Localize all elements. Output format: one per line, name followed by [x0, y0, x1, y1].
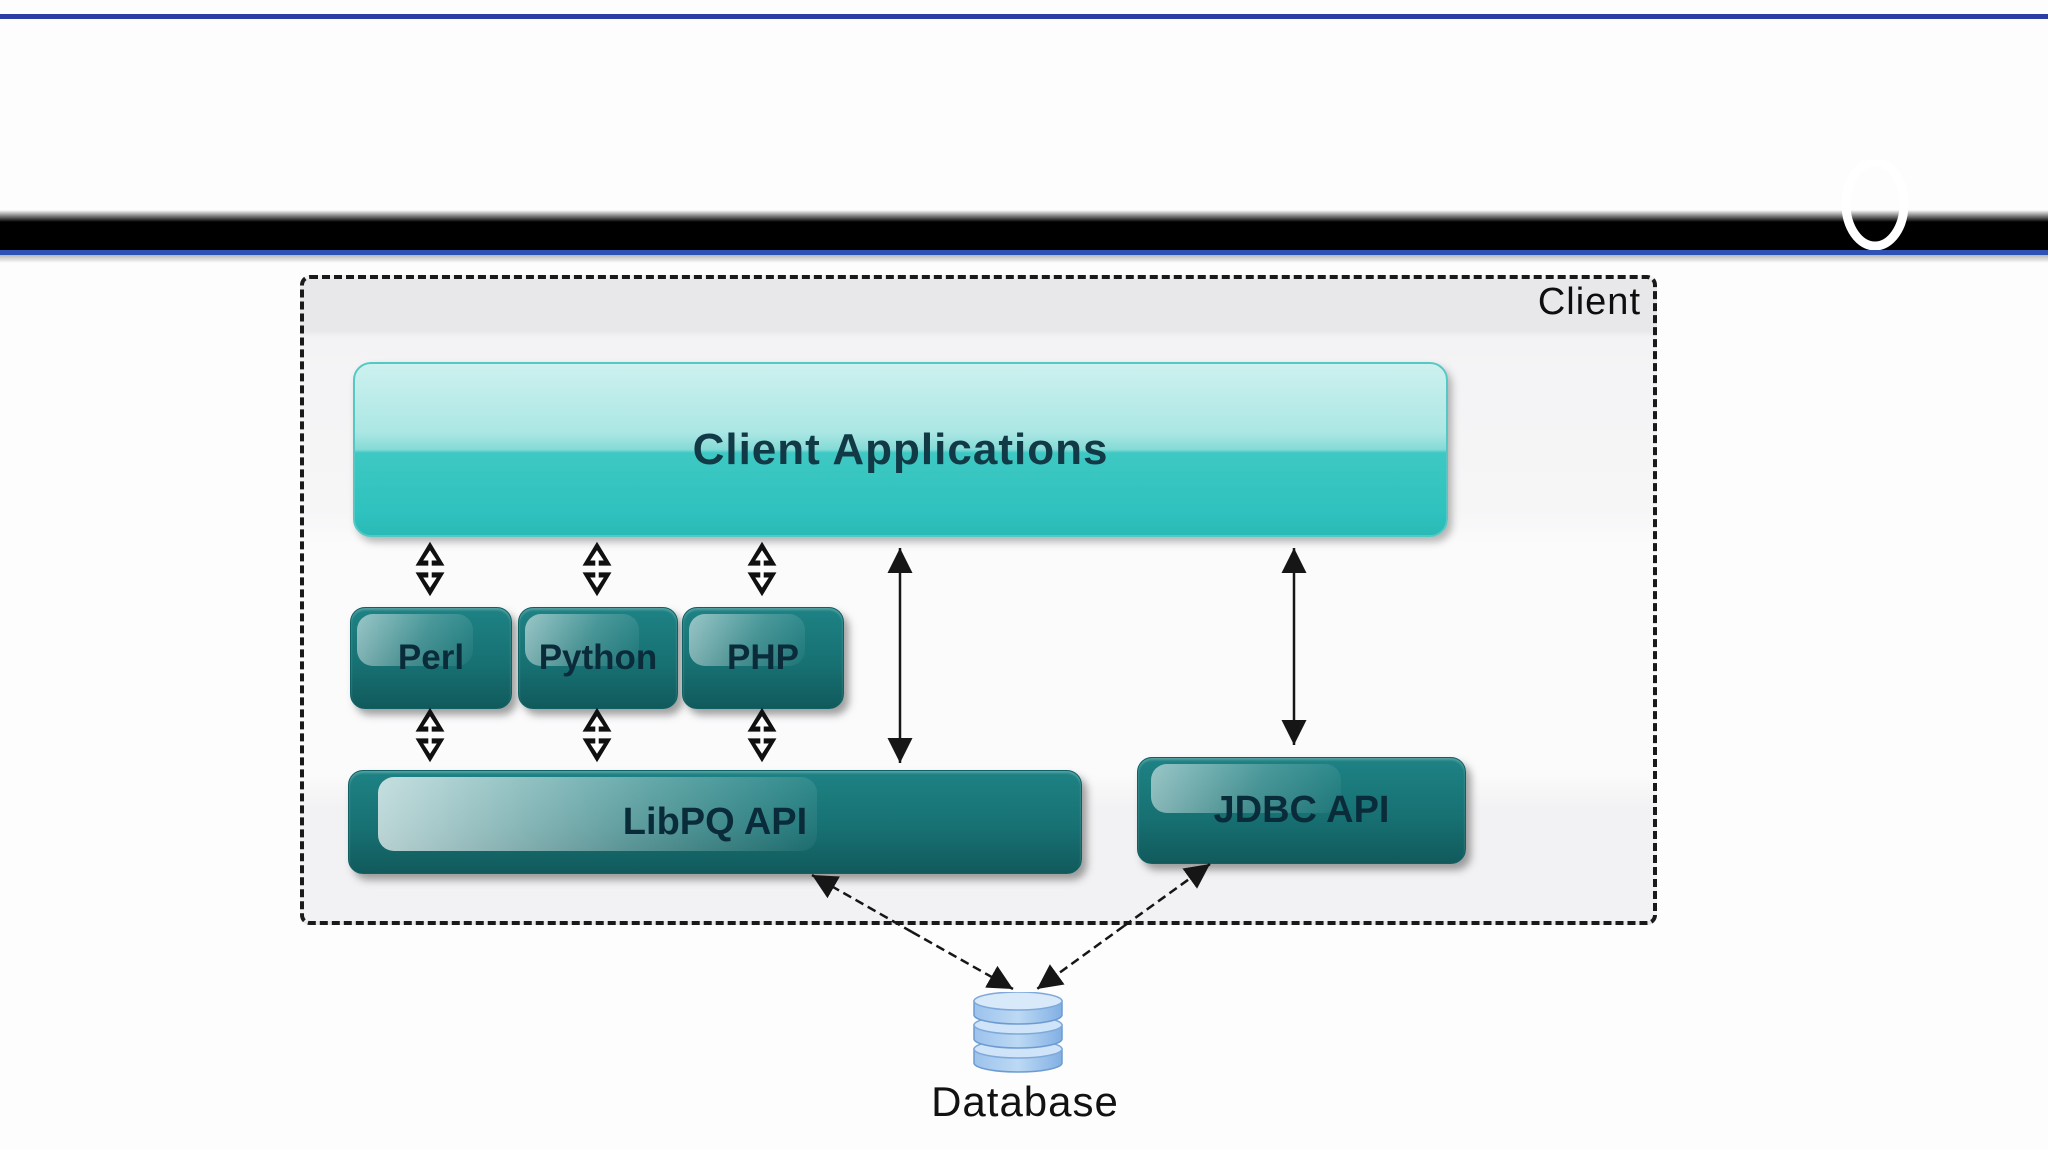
database-label: Database [931, 1078, 1119, 1125]
node-perl-label: Perl [397, 638, 465, 677]
node-libpq-api-label: LibPQ API [622, 800, 808, 843]
node-libpq-api: LibPQ API [348, 770, 1082, 874]
node-python-label: Python [538, 638, 658, 677]
node-php-label: PHP [727, 638, 799, 677]
node-client-applications: Client Applications [353, 362, 1448, 537]
banner-shadow [0, 255, 2048, 263]
client-container: Client Client Applications Perl Python P… [300, 275, 1657, 925]
database-cylinder-icon [973, 992, 1063, 1073]
banner-underline [0, 250, 2048, 255]
node-jdbc-api-label: JDBC API [1213, 789, 1390, 831]
node-php: PHP [682, 607, 844, 709]
top-border-line [0, 14, 2048, 19]
client-container-label: Client [1537, 281, 1641, 323]
black-banner [0, 210, 2048, 250]
partial-letter-glyph [1841, 160, 1909, 251]
node-jdbc-api: JDBC API [1137, 757, 1466, 864]
node-client-applications-label: Client Applications [692, 424, 1109, 474]
node-python: Python [518, 607, 678, 709]
node-perl: Perl [350, 607, 512, 709]
